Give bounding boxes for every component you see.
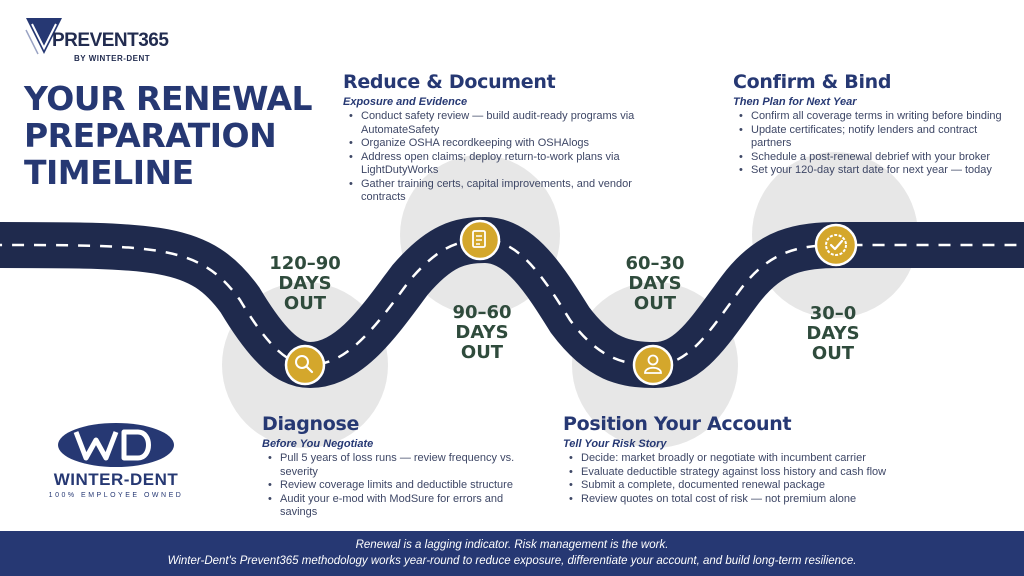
phase-label-3-range: 60–30 — [625, 253, 685, 274]
list-item: Address open claims; deploy return-to-wo… — [343, 151, 643, 178]
section-confirm: Confirm & Bind Then Plan for Next Year C… — [733, 71, 1015, 178]
section-diagnose-title: Diagnose — [262, 413, 360, 435]
user-icon — [632, 344, 674, 386]
phase-label-4: 30–0 DAYS OUT — [788, 304, 878, 364]
list-item: Pull 5 years of loss runs — review frequ… — [262, 452, 532, 479]
section-diagnose-subtitle: Before You Negotiate — [262, 438, 374, 450]
list-item: Gather training certs, capital improveme… — [343, 178, 643, 205]
phase-label-4-out: OUT — [811, 343, 855, 364]
phase-label-4-range: 30–0 — [809, 303, 857, 324]
winter-dent-tagline: 100% EMPLOYEE OWNED — [48, 492, 184, 499]
phase-label-1: 120–90 DAYS OUT — [260, 254, 350, 314]
list-item: Organize OSHA recordkeeping with OSHAlog… — [343, 137, 643, 151]
phase-label-3-days: DAYS — [628, 273, 682, 294]
section-position: Position Your Account Tell Your Risk Sto… — [563, 413, 913, 506]
prevent365-wordmark: PREVENT365 — [52, 30, 169, 51]
search-icon — [284, 344, 326, 386]
section-position-title: Position Your Account — [563, 413, 792, 435]
document-icon — [459, 219, 501, 261]
phase-label-2-range: 90–60 — [452, 302, 512, 323]
list-item: Submit a complete, documented renewal pa… — [563, 479, 913, 493]
phase-label-1-out: OUT — [283, 293, 327, 314]
section-diagnose-list: Pull 5 years of loss runs — review frequ… — [262, 452, 532, 520]
section-position-subtitle: Tell Your Risk Story — [563, 438, 667, 450]
section-confirm-list: Confirm all coverage terms in writing be… — [733, 110, 1015, 178]
phase-label-3: 60–30 DAYS OUT — [610, 254, 700, 314]
list-item: Confirm all coverage terms in writing be… — [733, 110, 1015, 124]
list-item: Audit your e-mod with ModSure for errors… — [262, 493, 532, 520]
footer-line-2: Winter-Dent's Prevent365 methodology wor… — [167, 555, 857, 567]
prevent365-logo: PREVENT365 BY WINTER-DENT — [24, 16, 174, 72]
check-badge-icon — [814, 223, 858, 267]
prevent365-by-line: BY WINTER-DENT — [74, 54, 151, 63]
section-diagnose: Diagnose Before You Negotiate Pull 5 yea… — [262, 413, 532, 520]
list-item: Decide: market broadly or negotiate with… — [563, 452, 913, 466]
section-reduce-list: Conduct safety review — build audit-read… — [343, 110, 643, 205]
road-center-line — [0, 238, 1024, 367]
page-title: YOUR RENEWAL PREPARATION TIMELINE — [24, 79, 313, 192]
section-position-list: Decide: market broadly or negotiate with… — [563, 452, 913, 506]
phase-label-2-out: OUT — [460, 342, 504, 363]
winter-dent-logo-mark — [58, 423, 174, 467]
section-confirm-title: Confirm & Bind — [733, 71, 892, 93]
section-reduce: Reduce & Document Exposure and Evidence … — [343, 71, 643, 205]
section-reduce-title: Reduce & Document — [343, 71, 556, 93]
phase-label-3-out: OUT — [633, 293, 677, 314]
section-confirm-subtitle: Then Plan for Next Year — [733, 96, 857, 108]
prevent365-logo-mark — [25, 18, 62, 55]
footer-line-1: Renewal is a lagging indicator. Risk man… — [355, 539, 669, 551]
section-reduce-subtitle: Exposure and Evidence — [343, 96, 468, 108]
list-item: Set your 120-day start date for next yea… — [733, 164, 1015, 178]
phase-label-2: 90–60 DAYS OUT — [437, 303, 527, 363]
list-item: Review coverage limits and deductible st… — [262, 479, 532, 493]
list-item: Review quotes on total cost of risk — no… — [563, 493, 913, 507]
winter-dent-logo: WINTER-DENT 100% EMPLOYEE OWNED — [44, 420, 184, 510]
phase-label-4-days: DAYS — [806, 323, 860, 344]
list-item: Update certificates; notify lenders and … — [733, 124, 1015, 151]
phase-label-2-days: DAYS — [455, 322, 509, 343]
footer-banner: Renewal is a lagging indicator. Risk man… — [0, 531, 1024, 576]
phase-label-1-range: 120–90 — [269, 253, 341, 274]
winter-dent-wordmark: WINTER-DENT — [53, 470, 179, 489]
phase-label-1-days: DAYS — [278, 273, 332, 294]
list-item: Schedule a post-renewal debrief with you… — [733, 151, 1015, 165]
list-item: Evaluate deductible strategy against los… — [563, 466, 913, 480]
list-item: Conduct safety review — build audit-read… — [343, 110, 643, 137]
